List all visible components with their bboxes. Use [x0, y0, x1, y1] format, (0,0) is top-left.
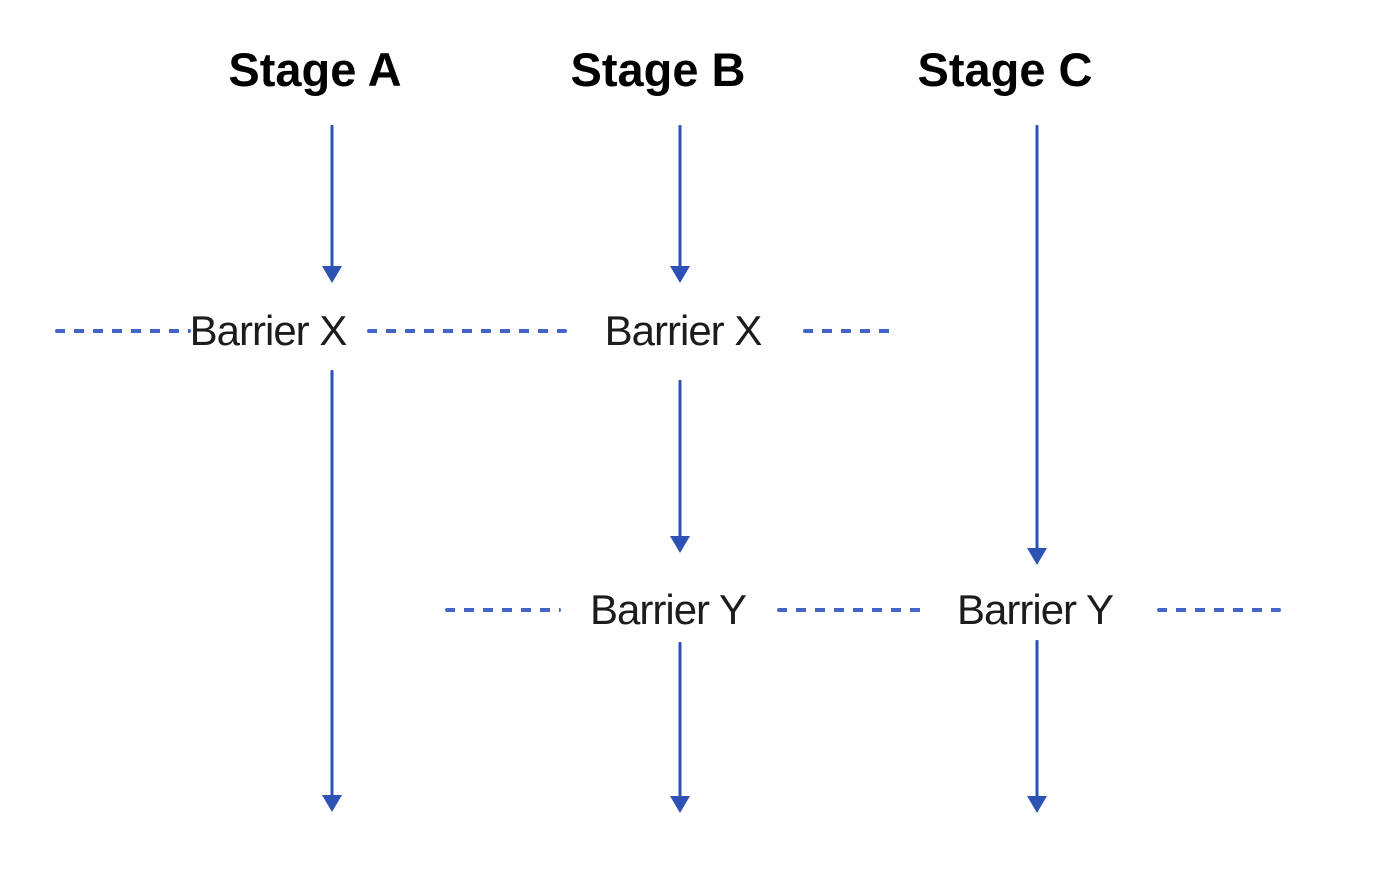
barrier-x-dash-right: [803, 329, 891, 333]
arrow-stem: [678, 125, 682, 270]
stage-a-label: Stage A: [228, 43, 402, 96]
barrier-y-dash-left: [445, 608, 561, 612]
arrow-stem: [330, 125, 334, 270]
barrier-x-dash-middle: [367, 329, 567, 333]
arrowhead-down-icon: [670, 796, 690, 813]
stage-a-arrow-bottom: [322, 370, 342, 812]
arrow-stem: [678, 642, 682, 800]
barrier-y-label-stage-c: Barrier Y: [957, 586, 1114, 633]
arrowhead-down-icon: [1027, 796, 1047, 813]
arrowhead-down-icon: [670, 266, 690, 283]
stage-a-arrow-top: [322, 125, 342, 283]
stage-c-arrow-bottom: [1027, 640, 1047, 813]
stage-b-arrow-top: [670, 125, 690, 283]
barrier-x-label-stage-a: Barrier X: [189, 307, 348, 354]
arrowhead-down-icon: [322, 266, 342, 283]
arrowhead-down-icon: [670, 536, 690, 553]
stage-b-label: Stage B: [570, 43, 746, 96]
barrier-y-dash-right: [1157, 608, 1281, 612]
barrier-y-dash-middle: [777, 608, 921, 612]
barrier-x-dash-left: [55, 329, 191, 333]
stage-c-arrow-top: [1027, 125, 1047, 565]
arrowhead-down-icon: [322, 795, 342, 812]
arrow-stem: [1035, 640, 1039, 800]
arrowhead-down-icon: [1027, 548, 1047, 565]
stage-b-arrow-bottom: [670, 642, 690, 813]
barrier-y-label-stage-b: Barrier Y: [590, 586, 747, 633]
stage-c-label: Stage C: [917, 43, 1093, 96]
arrow-stem: [330, 370, 334, 799]
arrow-stem: [678, 380, 682, 540]
arrow-stem: [1035, 125, 1039, 552]
stage-b-arrow-middle: [670, 380, 690, 553]
barrier-x-label-stage-b: Barrier X: [604, 307, 763, 354]
